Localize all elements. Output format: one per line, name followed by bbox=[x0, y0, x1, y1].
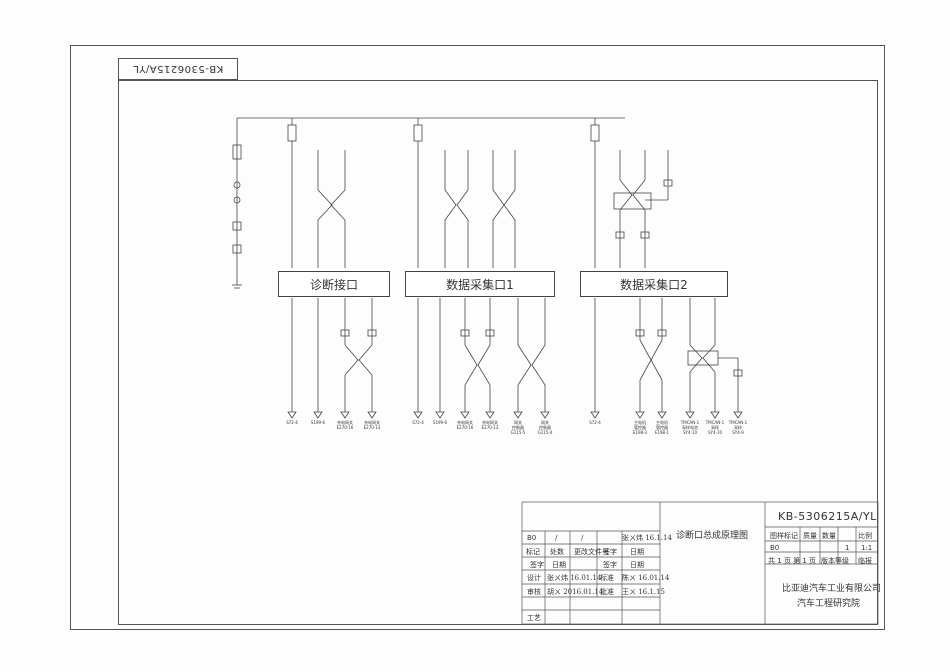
institute-name: 汽车工程研究院 bbox=[797, 599, 861, 609]
diagnostic-interface-block: 诊断接口 bbox=[278, 271, 390, 297]
mid-label-standard: 标准 bbox=[600, 574, 614, 582]
sheet-info: 共 1 页 第 1 页 bbox=[768, 557, 817, 565]
signature-standard: 陈ㄨ 16.01.14 bbox=[622, 574, 670, 582]
col-header-date: 日期 bbox=[630, 548, 644, 556]
row-label-process: 工艺 bbox=[527, 614, 541, 622]
revision-slash-1: / bbox=[555, 534, 558, 542]
right-header-pattern-mark: 图样标记 bbox=[770, 532, 798, 540]
version-value: 临报 bbox=[858, 557, 872, 565]
terminal-label-diag-1: S199-6 bbox=[311, 420, 326, 425]
data-collection-port-2-block: 数据采集口2 bbox=[580, 271, 728, 297]
title-block-grid bbox=[521, 501, 879, 625]
drawing-title: 诊断口总成原理图 bbox=[676, 531, 749, 541]
col-header-sign: 签字 bbox=[603, 548, 617, 556]
mid-label-approve: 批准 bbox=[600, 588, 614, 596]
signature-check: 胡ㄨ 2016.01.14 bbox=[547, 588, 604, 596]
terminal-label-dc1-1: S199-6 bbox=[433, 420, 448, 425]
data-collection-port-1-block: 数据采集口1 bbox=[405, 271, 555, 297]
row-label-check: 审核 bbox=[527, 588, 541, 596]
col2-header-date-a: 日期 bbox=[552, 561, 566, 569]
terminal-label-diag-0: S72-4 bbox=[286, 420, 298, 425]
revision-value: B0 bbox=[527, 534, 537, 542]
right-header-scale: 比例 bbox=[858, 532, 872, 540]
quantity-value: 1 bbox=[845, 544, 850, 552]
terminal-label-dc2-0: S72-4 bbox=[589, 420, 601, 425]
row-label-design: 设计 bbox=[527, 574, 541, 582]
col-header-change-doc: 更改文件号 bbox=[574, 548, 609, 556]
col2-header-date-b: 日期 bbox=[630, 561, 644, 569]
signature-approve: 王ㄨ 16.1.15 bbox=[622, 588, 665, 596]
right-revision: B0 bbox=[770, 544, 780, 552]
company-name: 比亚迪汽车工业有限公司 bbox=[782, 584, 882, 594]
right-header-mass: 质量 bbox=[803, 532, 817, 540]
revision-slash-2: / bbox=[581, 534, 584, 542]
signature-top: 张ㄨ炜 16.1.14 bbox=[622, 534, 672, 542]
col2-header-sign-b: 签字 bbox=[603, 561, 617, 569]
drawing-number: KB-5306215A/YL bbox=[778, 510, 877, 523]
signature-design: 张ㄨ炜 16.01.14 bbox=[547, 574, 602, 582]
right-header-quantity: 数量 bbox=[822, 532, 836, 540]
col-header-count: 处数 bbox=[550, 548, 564, 556]
scale-value: 1:1 bbox=[861, 544, 873, 552]
terminal-label-dc1-0: S72-4 bbox=[412, 420, 424, 425]
col2-header-sign-a: 签字 bbox=[530, 561, 544, 569]
version-label: 版本等级 bbox=[821, 557, 849, 565]
outer-border bbox=[70, 45, 885, 630]
col-header-mark: 标记 bbox=[526, 548, 540, 556]
inner-border bbox=[118, 80, 878, 625]
